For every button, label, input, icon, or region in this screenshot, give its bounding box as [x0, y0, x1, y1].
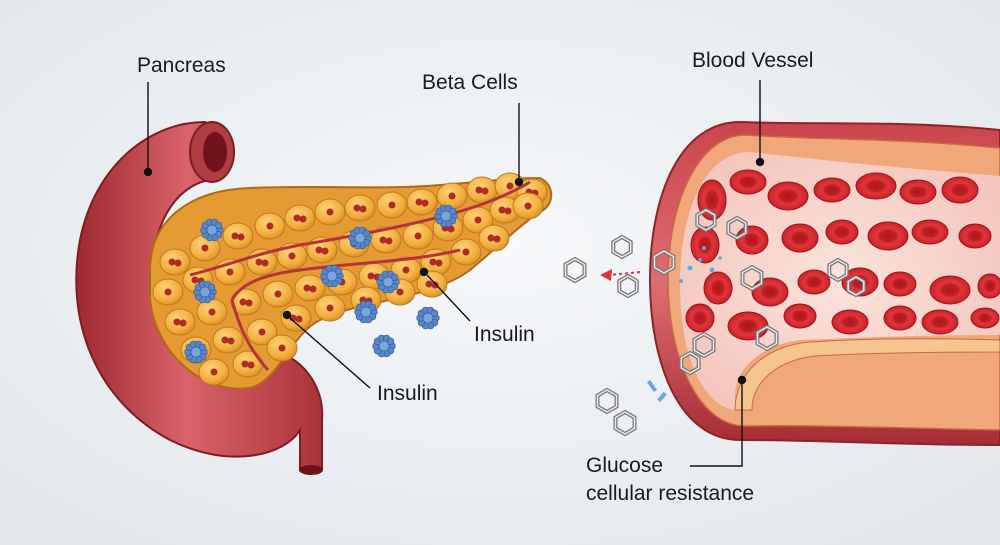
- glucose-hexagon-icon: [613, 409, 637, 437]
- red-blood-cell: [690, 226, 720, 264]
- leader-lines: [143, 80, 765, 467]
- label-insulin-bottom: Insulin: [377, 382, 438, 405]
- glucose-hexagon-icon: [740, 264, 764, 292]
- beta-cell: [266, 334, 298, 362]
- insulin-molecule-icon: [354, 300, 378, 324]
- red-blood-cell: [958, 223, 992, 249]
- beta-cell: [478, 224, 510, 252]
- red-blood-cell: [813, 177, 851, 203]
- insulin-molecule-icon: [434, 204, 458, 228]
- red-blood-cell: [883, 271, 917, 297]
- red-blood-cell: [941, 176, 979, 204]
- red-blood-cell: [921, 309, 959, 335]
- glucose-hexagon-icon: [846, 274, 866, 298]
- red-blood-cell: [831, 309, 869, 335]
- pancreas-vessel: [189, 180, 531, 277]
- red-blood-cell: [970, 307, 1000, 329]
- red-blood-cells: [685, 169, 1000, 341]
- glucose-hexagon-icon: [611, 234, 633, 260]
- beta-cell: [254, 212, 286, 240]
- beta-cell: [189, 234, 221, 262]
- glucose-hexagon-icon: [755, 324, 779, 352]
- beta-cell: [314, 198, 346, 226]
- red-blood-cell: [883, 305, 917, 331]
- insulin-molecule-icon: [200, 218, 224, 242]
- glucose-hexagon-icon: [827, 257, 849, 283]
- red-blood-cell: [929, 275, 971, 305]
- beta-cell: [450, 238, 482, 266]
- red-blood-cell: [735, 225, 769, 255]
- beta-cell: [232, 350, 264, 378]
- beta-cell: [152, 278, 184, 306]
- beta-cell: [314, 294, 346, 322]
- red-arrow-icon: [600, 269, 641, 281]
- beta-cell: [344, 194, 376, 222]
- beta-cell: [376, 191, 408, 219]
- beta-cell: [466, 176, 498, 204]
- label-glucose: Glucose: [586, 454, 664, 477]
- red-blood-cell: [977, 273, 1000, 299]
- beta-cell: [294, 274, 326, 302]
- label-pancreas: Pancreas: [137, 54, 226, 77]
- glucose-hexagon-icon: [726, 215, 748, 241]
- beta-cell: [416, 270, 448, 298]
- red-blood-cell: [781, 223, 819, 253]
- beta-cell: [284, 204, 316, 232]
- insulin-molecule-icon: [376, 270, 400, 294]
- glucose-molecules: [563, 207, 866, 437]
- red-blood-cell: [911, 219, 949, 245]
- blue-particles: [646, 246, 722, 403]
- label-cellular-resistance: cellular resistance: [586, 482, 755, 505]
- beta-cell: [246, 318, 278, 346]
- insulin-molecule-icon: [320, 264, 344, 288]
- beta-cell: [212, 326, 244, 354]
- glucose-hexagon-icon: [692, 331, 716, 359]
- insulin-molecule-icon: [348, 226, 372, 250]
- beta-cell: [164, 308, 196, 336]
- insulin-molecule-icon: [416, 306, 440, 330]
- red-blood-cell: [797, 269, 831, 295]
- pancreas-organ: [75, 120, 553, 475]
- label-insulin-right: Insulin: [474, 323, 535, 346]
- red-blood-cell: [685, 303, 715, 333]
- glucose-hexagon-icon: [695, 207, 717, 233]
- red-blood-cell: [751, 277, 789, 307]
- beta-cell: [198, 358, 230, 386]
- duct-lower-opening: [299, 465, 323, 475]
- glucose-hexagon-icon: [652, 248, 676, 276]
- glucose-hexagon-icon: [617, 273, 639, 299]
- glucose-hexagon-icon: [563, 256, 587, 284]
- beta-cell: [370, 226, 402, 254]
- red-blood-cell: [783, 303, 817, 329]
- blood-vessel: [648, 120, 1000, 447]
- beta-cell: [222, 222, 254, 250]
- beta-cell: [512, 192, 544, 220]
- red-blood-cell: [767, 181, 809, 211]
- red-blood-cell: [825, 219, 859, 245]
- red-blood-cell: [703, 271, 733, 305]
- insulin-molecules: [184, 204, 458, 364]
- red-blood-cell: [727, 311, 769, 341]
- insulin-molecule-icon: [184, 340, 208, 364]
- beta-cell: [159, 248, 191, 276]
- glucose-hexagon-icon: [679, 350, 701, 376]
- label-blood-vessel: Blood Vessel: [692, 49, 814, 72]
- beta-cell: [230, 288, 262, 316]
- insulin-molecule-icon: [372, 334, 396, 358]
- red-blood-cell: [899, 179, 937, 205]
- insulin-molecule-icon: [193, 280, 217, 304]
- beta-cell: [402, 222, 434, 250]
- red-blood-cell: [867, 221, 909, 251]
- label-beta-cells: Beta Cells: [422, 71, 518, 94]
- red-blood-cell: [855, 172, 897, 200]
- red-blood-cell: [729, 169, 767, 195]
- beta-cell: [262, 280, 294, 308]
- beta-cell: [436, 182, 468, 210]
- glucose-hexagon-icon: [595, 387, 619, 415]
- beta-cell: [406, 188, 438, 216]
